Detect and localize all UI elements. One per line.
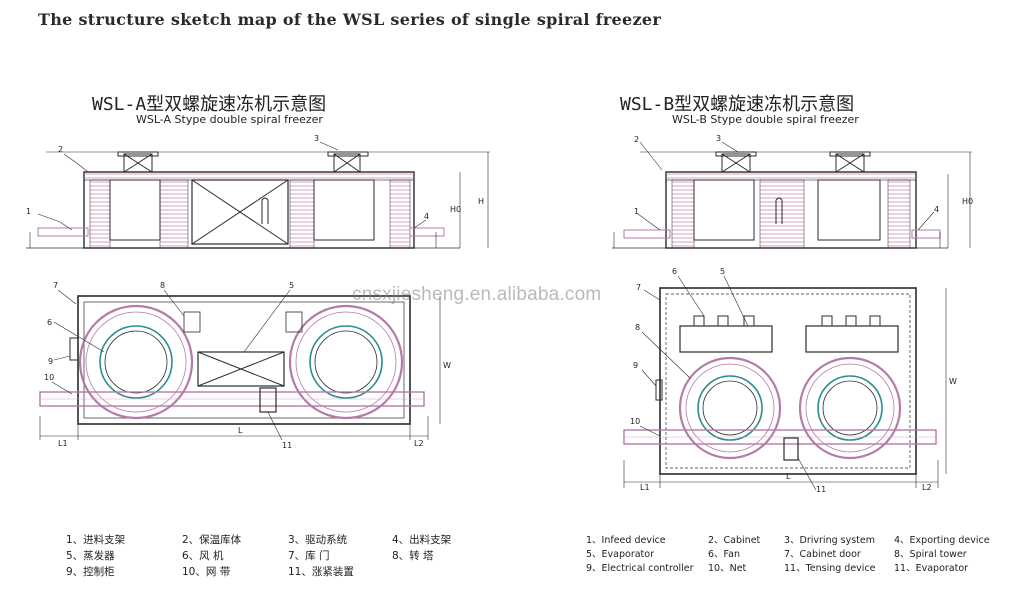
callout-b-8: 8	[635, 323, 640, 332]
legend-a-item: 5、蒸发器	[66, 550, 115, 562]
dim-b-l1: L1	[640, 483, 650, 492]
dim-a-w: W	[443, 361, 451, 370]
dim-a-l1: L1	[58, 439, 68, 448]
callout-a-3: 3	[314, 134, 319, 143]
legend-b-item: 1、Infeed device	[586, 535, 666, 546]
legend-a-item: 7、库 门	[288, 550, 330, 562]
callout-a-11: 11	[282, 441, 292, 450]
callout-a-5: 5	[289, 281, 294, 290]
dim-a-l: L	[238, 426, 243, 435]
legend-b-item: 4、Exporting device	[894, 535, 990, 546]
diagram-b-title-en: WSL-B Stype double spiral freezer	[672, 113, 859, 126]
callout-a-10: 10	[44, 373, 54, 382]
diagram-b-plan	[623, 275, 947, 491]
legend-a-item: 4、出料支架	[392, 534, 452, 546]
callout-a-8: 8	[160, 281, 165, 290]
legend-a-item: 10、网 带	[182, 566, 231, 578]
callout-a-7: 7	[53, 281, 58, 290]
callout-b-7: 7	[636, 283, 641, 292]
callout-b-1: 1	[634, 207, 639, 216]
legend-a-item: 2、保温库体	[182, 534, 242, 546]
dim-b-l: L	[786, 472, 791, 481]
callout-b-6: 6	[672, 267, 677, 276]
legend-b-item: 3、Drivring system	[784, 535, 875, 546]
legend-a-item: 9、控制柜	[66, 566, 115, 578]
callout-a-4: 4	[424, 212, 429, 221]
dim-a-h: H	[478, 197, 484, 206]
legend-b-item: 7、Cabinet door	[784, 549, 861, 560]
page-title: The structure sketch map of the WSL seri…	[38, 10, 662, 29]
dim-a-h0: H0	[450, 205, 461, 214]
dim-b-w: W	[949, 377, 957, 386]
callout-b-9: 9	[633, 361, 638, 370]
legend-b-item: 5、Evaporator	[586, 549, 655, 560]
legend-b-item: 10、Net	[708, 563, 747, 574]
legend-a-item: 6、风 机	[182, 550, 224, 562]
callout-a-6: 6	[47, 318, 52, 327]
watermark: cnsxjiesheng.en.alibaba.com	[352, 284, 602, 305]
diagram-b-title-cn: WSL-B型双螺旋速冻机示意图	[620, 94, 855, 115]
legend-b-item: 2、Cabinet	[708, 535, 761, 546]
callout-b-5: 5	[720, 267, 725, 276]
callout-b-4: 4	[934, 205, 939, 214]
callout-b-3: 3	[716, 134, 721, 143]
legend-a-item: 3、驱动系统	[288, 534, 348, 546]
diagram-a-plan	[39, 289, 441, 441]
legend-b-item: 11、Tensing device	[784, 563, 876, 574]
legend-b-item: 11、Evaporator	[894, 563, 969, 574]
diagram-a-title-cn: WSL-A型双螺旋速冻机示意图	[92, 94, 327, 115]
callout-b-2: 2	[634, 135, 639, 144]
callout-a-2: 2	[58, 145, 63, 154]
callout-b-10: 10	[630, 417, 640, 426]
callout-a-9: 9	[48, 357, 53, 366]
dim-b-l2: L2	[922, 483, 932, 492]
legend-a-item: 1、进料支架	[66, 534, 126, 546]
diagram-a-title-en: WSL-A Stype double spiral freezer	[136, 113, 323, 126]
diagram-b-elevation	[612, 141, 972, 249]
callout-b-11: 11	[816, 485, 826, 494]
legend-a-item: 11、涨紧装置	[288, 566, 354, 578]
legend-a-item: 8、转 塔	[392, 550, 434, 562]
legend-b-item: 9、Electrical controller	[586, 563, 694, 574]
legend-b-item: 8、Spiral tower	[894, 549, 967, 560]
legend-b-item: 6、Fan	[708, 549, 740, 560]
callout-a-1: 1	[26, 207, 31, 216]
dim-b-h: H0	[962, 197, 973, 206]
diagram-a-elevation	[26, 141, 490, 249]
dim-a-l2: L2	[414, 439, 424, 448]
